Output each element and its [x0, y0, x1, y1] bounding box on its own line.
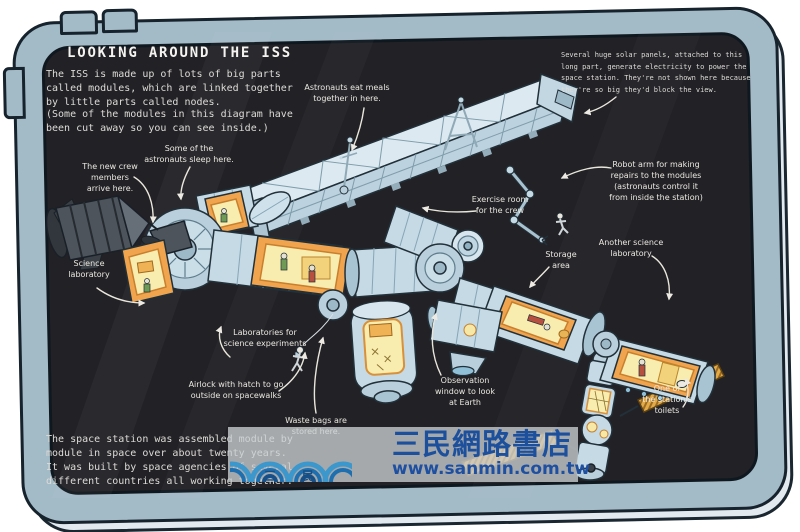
callout-storage-area: Storage area [545, 250, 577, 270]
truss-radiator-tabs [300, 130, 538, 225]
callout-laboratories: Laboratories for science experiments [223, 328, 307, 348]
watermark: 三 民 三民網路書店 www.sanmin.com.tw [228, 427, 590, 482]
truss-tower [444, 101, 478, 151]
storage-module [451, 277, 606, 365]
store-url: www.sanmin.com.tw [392, 458, 591, 479]
arrow-waste [313, 336, 325, 414]
arrow-solar [583, 96, 617, 116]
page-title: LOOKING AROUND THE ISS [67, 45, 293, 61]
truss [236, 72, 579, 247]
arrow-observation [430, 312, 442, 376]
arrow-another-science [651, 255, 674, 301]
callout-exercise-room: Exercise room for the crew [471, 195, 529, 215]
waste-module [350, 300, 418, 404]
callout-eat-meals: Astronauts eat meals together in here. [304, 83, 390, 103]
arrow-eat-meals [350, 107, 365, 152]
intro-paragraph-2: (Some of the modules in this diagram hav… [46, 109, 293, 134]
callout-toilet: One of the station's toilets [642, 384, 692, 415]
arrow-robot-arm [560, 166, 612, 179]
arrow-exercise [421, 205, 477, 213]
robot-arm [505, 165, 569, 246]
solar-panels-note: Several huge solar panels, attached to t… [561, 51, 751, 94]
callout-new-crew: The new crew members arrive here. [82, 162, 138, 193]
callout-science-laboratory: Science laboratory [68, 259, 110, 279]
arrow-storage [529, 266, 550, 289]
arrow-airlock [278, 351, 308, 392]
store-logo-icon: 三 民 [230, 461, 352, 482]
observation-window [451, 365, 475, 377]
arrow-science-lab [96, 287, 146, 307]
node-ring-2 [415, 243, 465, 293]
arrow-sleep [176, 166, 191, 201]
callout-observation-window: Observation window to look at Earth [434, 376, 496, 407]
airlock-module [317, 289, 349, 321]
callout-sleep: Some of the astronauts sleep here. [144, 144, 234, 164]
science-lab-2-module [599, 337, 716, 405]
intro-paragraph-1: The ISS is made up of lots of big parts … [46, 69, 293, 108]
callout-arrows [96, 96, 692, 414]
callout-robot-arm: Robot arm for making repairs to the modu… [609, 160, 703, 202]
arrow-toilet [682, 377, 692, 408]
antenna-mast [339, 136, 358, 195]
arrow-laboratories [215, 325, 231, 358]
svg-text:三: 三 [264, 469, 276, 482]
soyuz-spacecraft [45, 193, 159, 271]
svg-text:民: 民 [302, 469, 314, 482]
store-name: 三民網路書店 [392, 427, 573, 462]
callout-another-science-laboratory: Another science laboratory [598, 238, 664, 258]
callout-airlock: Airlock with hatch to go outside on spac… [188, 380, 284, 400]
arrow-new-crew [133, 176, 157, 224]
